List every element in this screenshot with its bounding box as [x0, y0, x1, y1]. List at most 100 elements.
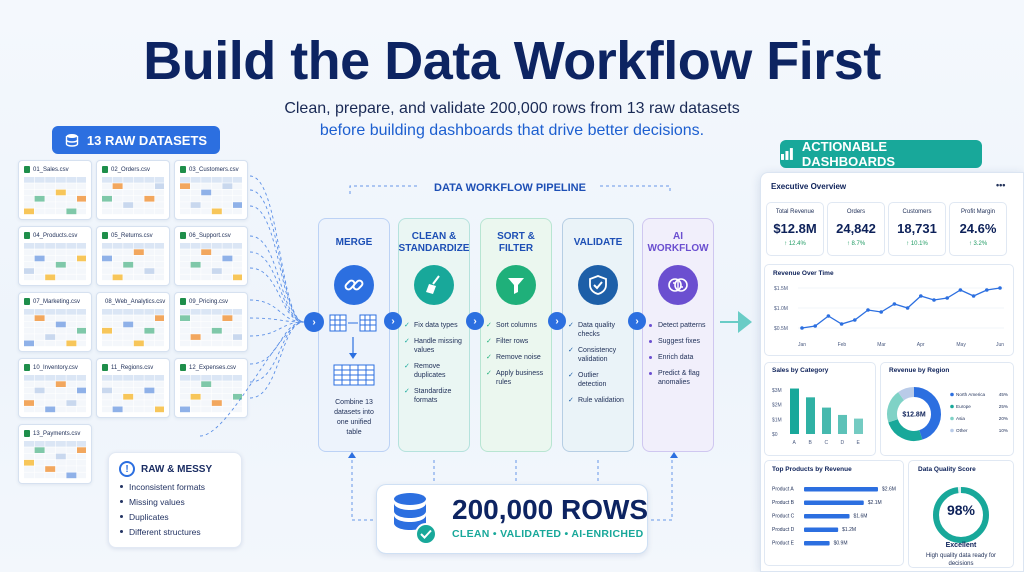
sheet-cell: [102, 243, 112, 249]
sheet-cell: [222, 381, 233, 387]
sheet-cell: [233, 208, 243, 215]
sheet-cell: [45, 309, 56, 315]
sheet-cell: [211, 208, 222, 215]
sheet-cell: [45, 381, 56, 387]
file-card[interactable]: 10_Inventory.csv: [18, 358, 92, 418]
sheet-cell: [133, 255, 144, 262]
sheet-cell: [24, 375, 34, 381]
sheet-cell: [102, 381, 112, 387]
check-icon: ✓: [486, 354, 492, 361]
file-card[interactable]: 04_Products.csv: [18, 226, 92, 286]
sheet-cell: [45, 340, 56, 347]
raw-datasets-label: 13 RAW DATASETS: [86, 132, 208, 148]
legend-value: 10%: [999, 428, 1008, 433]
file-name-row: 08_Web_Analytics.csv: [102, 297, 165, 306]
pipeline-stage: MERGE: [318, 218, 390, 452]
sheet-cell: [66, 453, 77, 460]
more-menu-icon[interactable]: •••: [996, 180, 1006, 190]
sheet-cell: [34, 453, 45, 460]
sheet-cell: [180, 195, 190, 202]
product-bar: [804, 527, 839, 532]
file-card[interactable]: 06_Support.csv: [174, 226, 248, 286]
sheet-cell: [55, 183, 66, 189]
gauge-fill: [933, 487, 989, 543]
sheet-cell: [222, 202, 233, 208]
sheet-cell: [155, 177, 165, 183]
sheet-cell: [144, 387, 155, 394]
file-card[interactable]: 13_Payments.csv: [18, 424, 92, 484]
category-bar: [854, 418, 863, 434]
sheet-cell: [180, 189, 190, 196]
file-name-row: 02_Orders.csv: [102, 165, 164, 174]
database-icon: [65, 134, 79, 147]
sheet-cell: [66, 309, 77, 315]
file-card[interactable]: 03_Customers.csv: [174, 160, 248, 220]
sheet-cell: [144, 268, 155, 274]
sheet-cell: [180, 177, 190, 183]
sheet-cell: [45, 334, 56, 340]
sheet-cell: [112, 249, 123, 255]
file-name: 11_Regions.csv: [111, 364, 154, 371]
kpi-delta: ↑ 3.2%: [968, 241, 988, 247]
sheet-cell: [24, 459, 34, 466]
sheet-cell: [34, 406, 45, 413]
file-card[interactable]: 01_Sales.csv: [18, 160, 92, 220]
sheet-cell: [77, 441, 87, 447]
file-card[interactable]: 09_Pricing.csv: [174, 292, 248, 352]
sheet-cell: [66, 472, 77, 479]
sheet-cell: [144, 249, 155, 255]
sheet-cell: [133, 189, 144, 196]
raw-messy-item: Inconsistent formats: [119, 482, 231, 492]
file-name: 02_Orders.csv: [111, 166, 151, 173]
file-card[interactable]: 07_Marketing.csv: [18, 292, 92, 352]
sheet-cell: [77, 453, 87, 460]
file-card[interactable]: 12_Expenses.csv: [174, 358, 248, 418]
data-quality-rating: Excellent: [945, 542, 977, 549]
sheet-cell: [34, 261, 45, 268]
check-icon: ✓: [404, 388, 410, 395]
sheet-cell: [123, 177, 134, 183]
bullet-dot: [649, 324, 652, 327]
sheet-cell: [24, 243, 34, 249]
file-card[interactable]: 11_Regions.csv: [96, 358, 170, 418]
sheet-cell: [155, 249, 165, 255]
sheet-cell: [211, 340, 222, 347]
sheet-cell: [180, 249, 190, 255]
sheet-cell: [190, 327, 201, 334]
sheet-cell: [222, 243, 233, 249]
sheet-cell: [112, 243, 123, 249]
file-card[interactable]: 08_Web_Analytics.csv: [96, 292, 170, 352]
sheet-cell: [180, 387, 190, 394]
stage-chevron-3: ›: [548, 312, 566, 330]
file-card[interactable]: 02_Orders.csv: [96, 160, 170, 220]
connector-line: [249, 205, 305, 323]
sheet-cell: [45, 400, 56, 406]
stage-chevron-4: ›: [628, 312, 646, 330]
file-name-row: 09_Pricing.csv: [180, 297, 242, 306]
sheet-cell: [55, 327, 66, 334]
stage-item: ✓Filter rows: [486, 337, 546, 346]
pipeline-title: DATA WORKFLOW PIPELINE: [434, 182, 586, 194]
file-card[interactable]: 05_Returns.csv: [96, 226, 170, 286]
sheet-cell: [102, 375, 112, 381]
revenue-by-region-title: Revenue by Region: [889, 367, 950, 374]
sheet-cell: [133, 315, 144, 321]
spreadsheet-icon: [102, 364, 108, 371]
stage-title: AI WORKFLOW: [647, 231, 709, 254]
sheet-cell: [102, 183, 112, 189]
sheet-cell: [45, 183, 56, 189]
spreadsheet-preview: [180, 309, 243, 347]
sheet-cell: [222, 208, 233, 215]
connector-line: [249, 175, 305, 323]
sheet-cell: [45, 315, 56, 321]
kpi-value: $12.8M: [773, 221, 817, 236]
product-value: $2.1M: [868, 500, 882, 506]
x-tick-label: B: [809, 440, 813, 446]
stage-item-text: Enrich data: [658, 354, 694, 361]
sheet-cell: [102, 321, 112, 328]
sheet-cell: [77, 249, 87, 255]
sheet-cell: [77, 459, 87, 466]
sheet-cell: [24, 195, 34, 202]
